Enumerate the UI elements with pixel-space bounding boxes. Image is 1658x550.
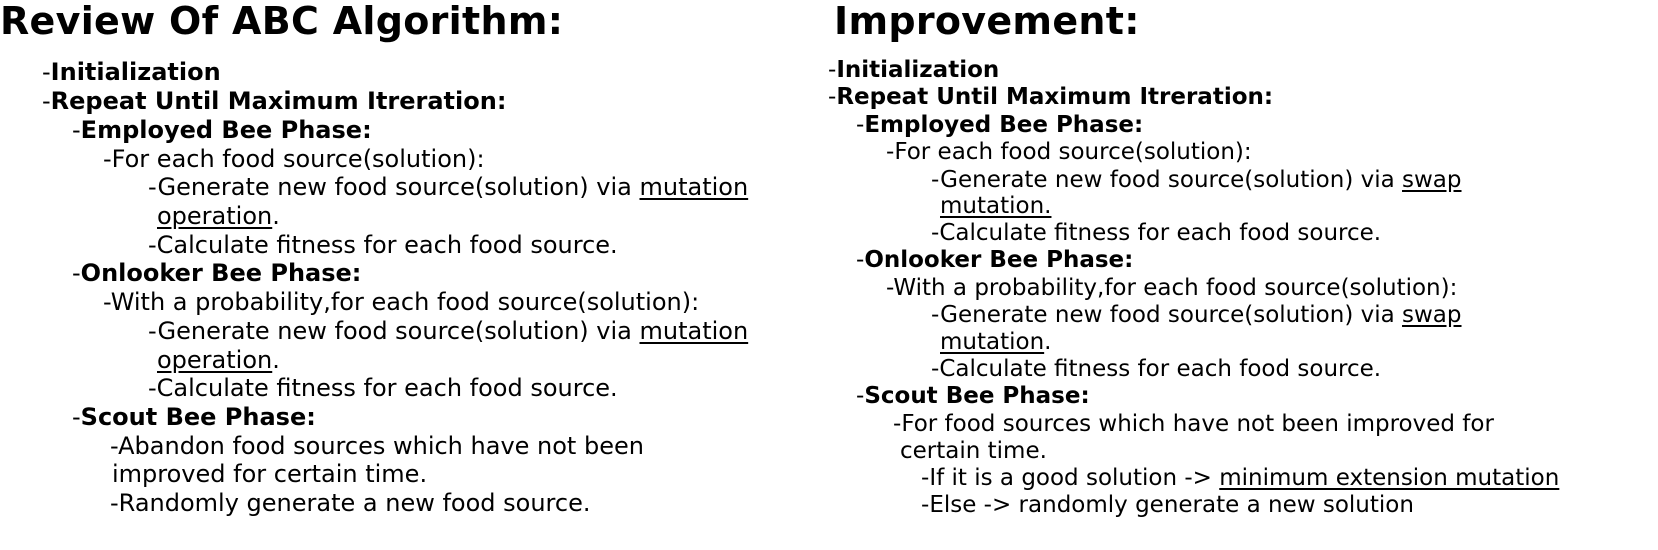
scout-for: -For food sources which have not been im… <box>893 411 1494 437</box>
onlooker-generate: -Generate new food source(solution) via … <box>931 302 1462 328</box>
step-repeat: -Repeat Until Maximum Itreration: <box>42 87 507 115</box>
review-title: Review Of ABC Algorithm: <box>0 0 564 43</box>
scout-abandon-cont: improved for certain time. <box>112 460 428 488</box>
scout-heading: -Scout Bee Phase: <box>856 383 1090 409</box>
scout-heading: -Scout Bee Phase: <box>72 403 316 431</box>
onlooker-generate-cont: operation. <box>157 346 280 374</box>
onlooker-prob: -With a probability,for each food source… <box>886 275 1458 301</box>
onlooker-heading: -Onlooker Bee Phase: <box>856 247 1134 273</box>
employed-for-each: -For each food source(solution): <box>886 139 1252 165</box>
employed-calc: -Calculate fitness for each food source. <box>148 231 618 259</box>
step-initialization: -Initialization <box>42 58 221 86</box>
employed-generate: -Generate new food source(solution) via … <box>148 173 749 201</box>
employed-generate: -Generate new food source(solution) via … <box>931 167 1462 193</box>
employed-heading: -Employed Bee Phase: <box>856 112 1144 138</box>
onlooker-generate: -Generate new food source(solution) via … <box>148 317 749 345</box>
onlooker-calc: -Calculate fitness for each food source. <box>148 374 618 402</box>
scout-else: -Else -> randomly generate a new solutio… <box>921 492 1414 518</box>
onlooker-prob: -With a probability,for each food source… <box>103 288 700 316</box>
abc-review-column: Review Of ABC Algorithm: -Initialization… <box>0 0 800 517</box>
improvement-title: Improvement: <box>834 0 1140 43</box>
improvement-column: Improvement: -Initialization -Repeat Unt… <box>828 0 1658 518</box>
onlooker-generate-cont: mutation. <box>940 329 1052 355</box>
scout-abandon: -Abandon food sources which have not bee… <box>110 432 644 460</box>
scout-if-good: -If it is a good solution -> minimum ext… <box>921 465 1560 491</box>
employed-for-each: -For each food source(solution): <box>103 145 485 173</box>
scout-random: -Randomly generate a new food source. <box>110 489 591 517</box>
step-initialization: -Initialization <box>828 57 1000 83</box>
scout-for-cont: certain time. <box>900 438 1047 464</box>
step-repeat: -Repeat Until Maximum Itreration: <box>828 84 1274 110</box>
onlooker-calc: -Calculate fitness for each food source. <box>931 356 1382 382</box>
employed-generate-cont: operation. <box>157 202 280 230</box>
employed-generate-cont: mutation. <box>940 193 1052 219</box>
employed-calc: -Calculate fitness for each food source. <box>931 220 1382 246</box>
employed-heading: -Employed Bee Phase: <box>72 116 372 144</box>
onlooker-heading: -Onlooker Bee Phase: <box>72 259 362 287</box>
